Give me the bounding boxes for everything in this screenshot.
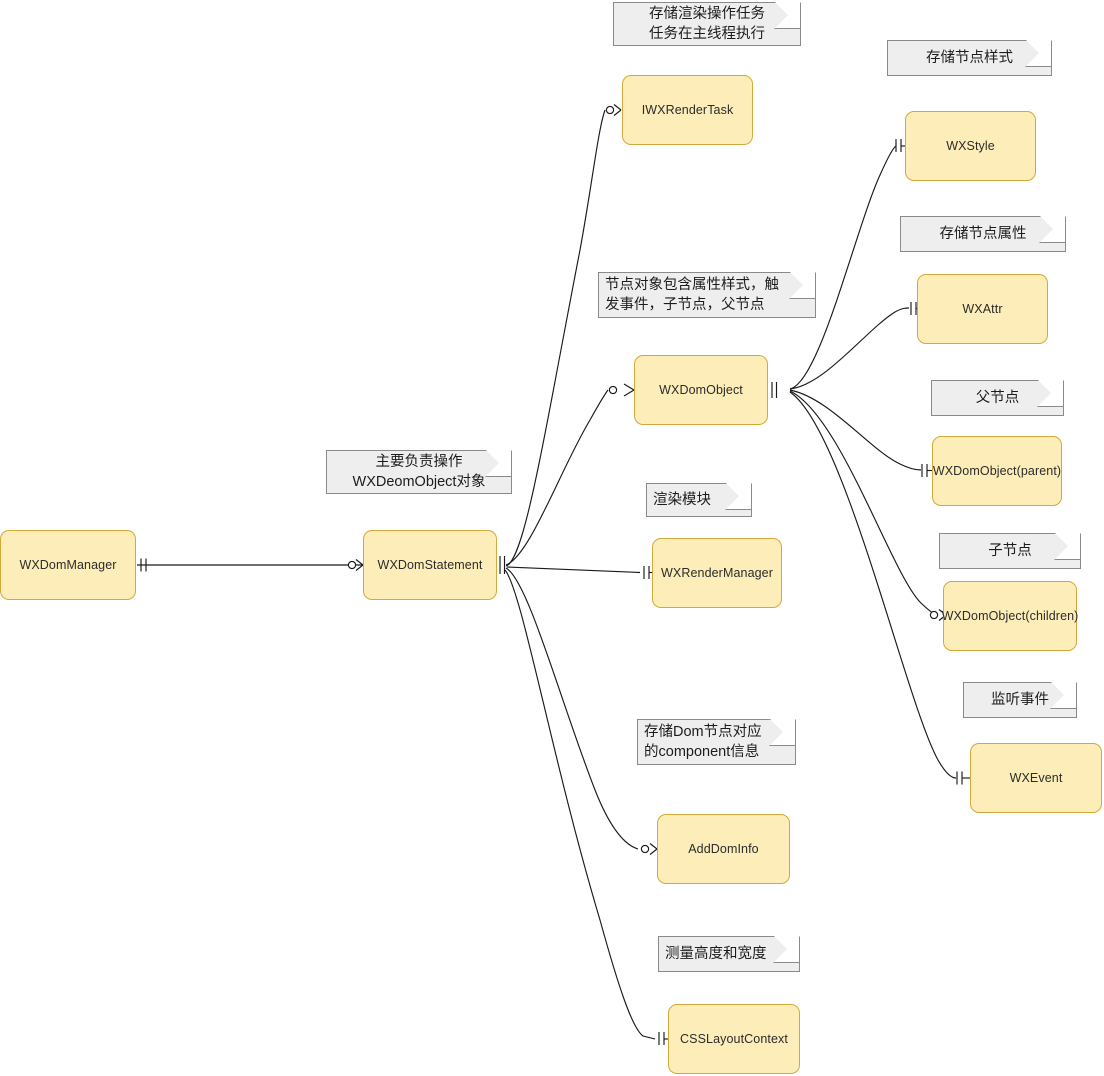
note-text: 测量高度和宽度: [665, 946, 767, 962]
note-render-module: 渲染模块: [646, 483, 752, 517]
note-text: 存储Dom节点对应 的component信息: [644, 724, 762, 760]
note-text: 渲染模块: [653, 492, 711, 508]
entity-wxdomstatement[interactable]: WXDomStatement: [363, 530, 497, 600]
entity-label: WXRenderManager: [661, 566, 773, 580]
note-parent: 父节点: [931, 380, 1064, 416]
entity-wxstyle[interactable]: WXStyle: [905, 111, 1036, 181]
note-text: 存储节点样式: [926, 50, 1013, 66]
note-render-task: 存储渲染操作任务 任务在主线程执行: [613, 2, 801, 46]
note-style: 存储节点样式: [887, 40, 1052, 76]
entity-wxdommanager[interactable]: WXDomManager: [0, 530, 136, 600]
note-dom-statement: 主要负责操作 WXDeomObject对象: [326, 450, 512, 494]
entity-wxdomobject-parent[interactable]: WXDomObject(parent): [932, 436, 1062, 506]
note-attr: 存储节点属性: [900, 216, 1066, 252]
entity-label: CSSLayoutContext: [680, 1032, 788, 1046]
entity-wxdomobject-children[interactable]: WXDomObject(children): [942, 581, 1078, 651]
entity-wxattr[interactable]: WXAttr: [917, 274, 1048, 344]
note-text: 主要负责操作 WXDeomObject对象: [352, 454, 486, 490]
note-text: 监听事件: [991, 692, 1049, 708]
entity-wxdomobject[interactable]: WXDomObject: [634, 355, 768, 425]
note-add-dom-info: 存储Dom节点对应 的component信息: [637, 719, 796, 765]
entity-label: WXStyle: [946, 139, 995, 153]
entity-label: WXDomObject(children): [941, 609, 1079, 623]
entity-label: WXDomStatement: [377, 558, 483, 572]
entity-adddominfo[interactable]: AddDomInfo: [657, 814, 790, 884]
note-text: 子节点: [988, 543, 1032, 559]
note-text: 存储渲染操作任务 任务在主线程执行: [649, 6, 765, 42]
entity-label: WXEvent: [1009, 771, 1063, 785]
entity-iwxrendertask[interactable]: IWXRenderTask: [622, 75, 753, 145]
note-css-layout: 测量高度和宽度: [658, 936, 800, 972]
entity-label: WXAttr: [962, 302, 1003, 316]
note-event: 监听事件: [963, 682, 1077, 718]
entity-csslayoutcontext[interactable]: CSSLayoutContext: [668, 1004, 800, 1074]
entity-label: WXDomManager: [19, 558, 117, 572]
entity-label: AddDomInfo: [688, 842, 759, 856]
note-text: 父节点: [975, 390, 1020, 406]
entity-label: IWXRenderTask: [641, 103, 734, 117]
entity-wxevent[interactable]: WXEvent: [970, 743, 1102, 813]
note-children: 子节点: [939, 533, 1081, 569]
note-text: 存储节点属性: [939, 226, 1027, 242]
entity-label: WXDomObject: [659, 383, 743, 397]
note-text: 节点对象包含属性样式，触 发事件，子节点，父节点: [605, 277, 779, 313]
entity-label: WXDomObject(parent): [932, 464, 1062, 478]
note-dom-object: 节点对象包含属性样式，触 发事件，子节点，父节点: [598, 272, 816, 318]
entity-wxrendermanager[interactable]: WXRenderManager: [652, 538, 782, 608]
